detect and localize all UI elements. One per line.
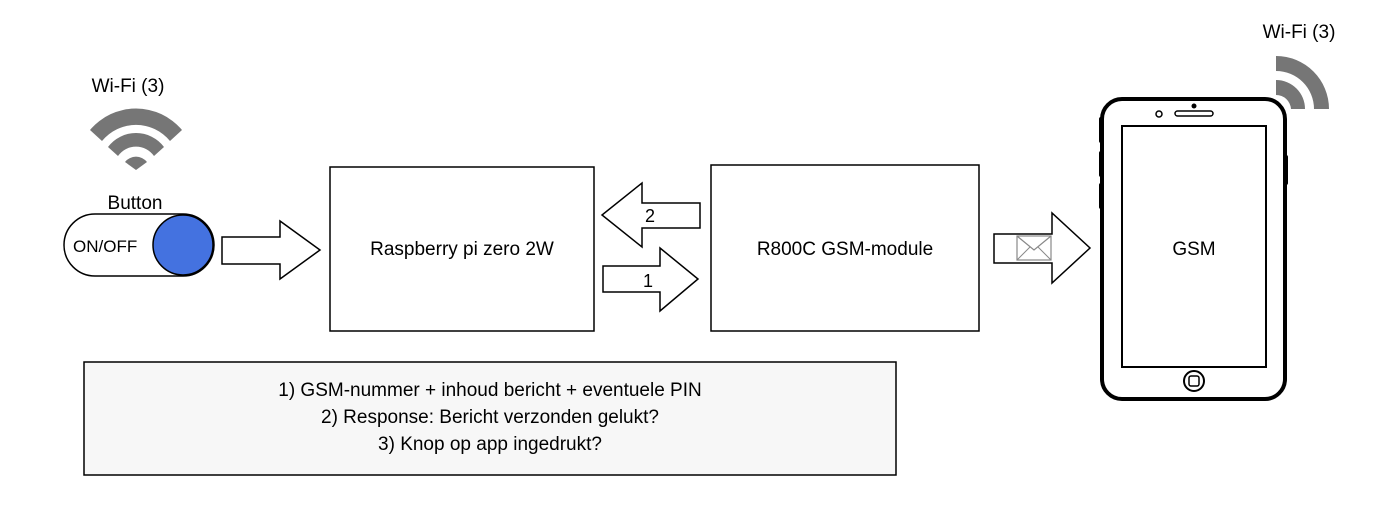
arrow-button-to-pi — [221, 219, 322, 281]
button-caption: Button — [108, 193, 163, 214]
legend-box — [83, 361, 897, 476]
legend-line-1: 1) GSM-nummer + inhoud bericht + eventue… — [278, 380, 701, 401]
phone-screen — [1121, 125, 1267, 368]
smartphone-icon — [1099, 97, 1288, 401]
toggle-knob — [152, 214, 214, 276]
arrow-module-to-pi — [600, 181, 701, 249]
phone-home-button — [1183, 370, 1205, 392]
wifi-left-label: Wi-Fi (3) — [92, 76, 165, 97]
phone-label: GSM — [1172, 239, 1215, 260]
toggle-switch-icon: ON/OFF — [63, 213, 215, 277]
raspberry-pi-label: Raspberry pi zero 2W — [370, 239, 554, 260]
arrow-pi-to-module — [602, 246, 700, 313]
raspberry-pi-box — [329, 166, 595, 332]
gsm-module-box — [710, 164, 980, 332]
legend-line-3: 3) Knop op app ingedrukt? — [378, 434, 602, 455]
wifi-right-label: Wi-Fi (3) — [1263, 22, 1336, 43]
envelope-icon — [1016, 235, 1052, 261]
toggle-label: ON/OFF — [73, 237, 137, 256]
gsm-module-label: R800C GSM-module — [757, 239, 933, 260]
wifi-icon — [90, 108, 182, 170]
arrow-to-pi-number: 2 — [645, 206, 655, 226]
arrow-to-module-number: 1 — [643, 271, 653, 291]
wifi-icon — [1276, 56, 1329, 109]
legend-line-2: 2) Response: Bericht verzonden gelukt? — [321, 407, 659, 428]
